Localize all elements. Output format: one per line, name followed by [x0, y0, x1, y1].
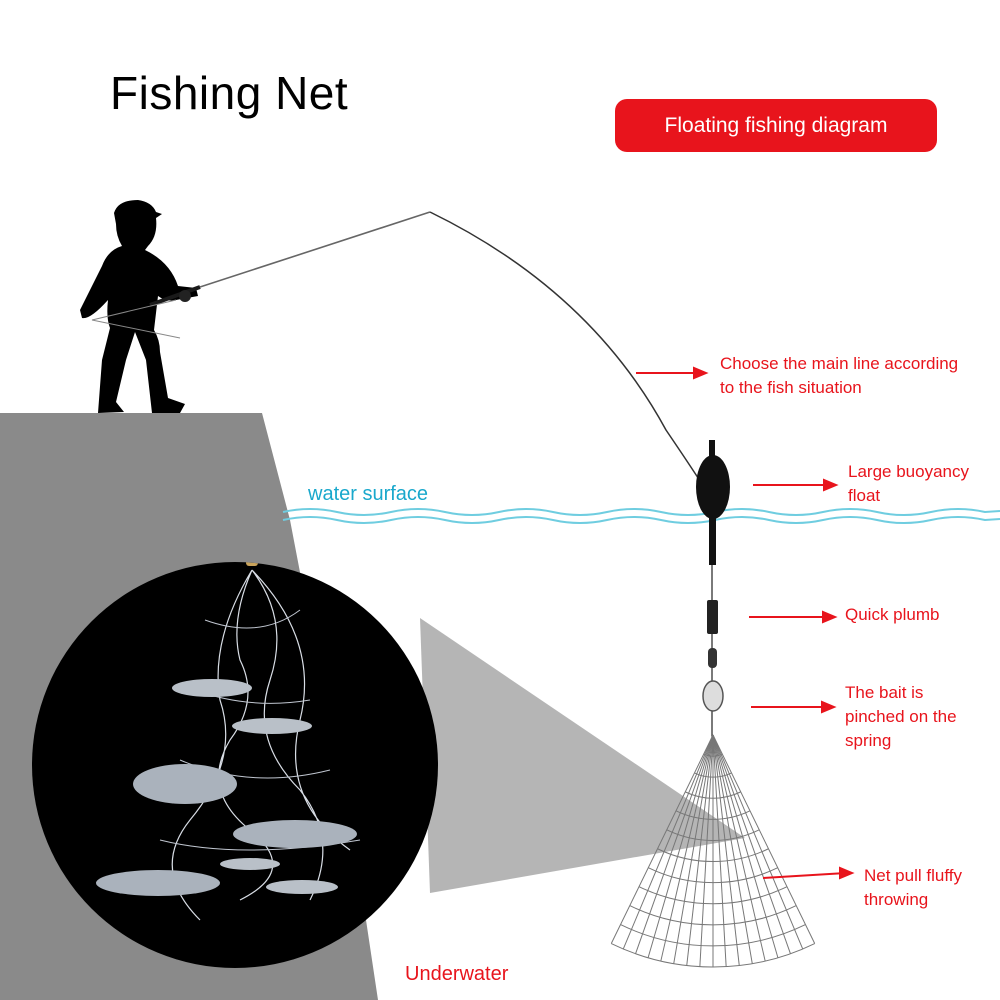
diagram-badge: Floating fishing diagram — [615, 99, 937, 152]
bait-annotation: The bait is pinched on the spring — [845, 681, 957, 753]
main-line-annotation: Choose the main line according to the fi… — [720, 352, 958, 400]
float-annotation: Large buoyancy float — [848, 460, 969, 508]
annotation-line: Quick plumb — [845, 605, 940, 624]
net-ring — [629, 905, 797, 926]
net-ray — [699, 734, 714, 967]
annotation-line: throwing — [864, 890, 929, 909]
net-ring — [703, 753, 723, 757]
swivel — [708, 648, 717, 668]
annotation-line: float — [848, 486, 881, 505]
zoom-cone — [420, 618, 745, 893]
plumb-annotation: Quick plumb — [845, 603, 939, 627]
underwater-label: Underwater — [405, 963, 509, 985]
fan-net — [610, 734, 816, 968]
net-ring — [620, 924, 806, 947]
net-ray — [622, 734, 714, 950]
annotation-line: Choose the main line according — [720, 354, 959, 373]
net-ray — [712, 734, 816, 944]
water-surface-waves — [282, 508, 1000, 524]
water-surface-label: water surface — [308, 483, 429, 505]
annotation-line: Large buoyancy — [848, 462, 969, 481]
annotation-line: Net pull fluffy — [864, 866, 962, 885]
net-ray — [647, 734, 714, 958]
net-ring — [611, 943, 815, 968]
net-ray — [712, 734, 791, 954]
net-ray — [712, 734, 804, 950]
bait-spring — [702, 680, 724, 712]
net-ray — [610, 734, 714, 944]
net-closeup — [96, 562, 361, 921]
net-ray — [686, 734, 714, 966]
net-ray — [660, 734, 714, 962]
net-ring — [638, 886, 788, 905]
net-ring — [694, 772, 732, 778]
fishing-rod — [91, 211, 713, 501]
net-ray — [635, 734, 714, 954]
net-ring — [657, 848, 769, 862]
net-ray — [712, 734, 779, 958]
annotation-line: The bait is — [845, 683, 924, 702]
page-title: Fishing Net — [110, 67, 349, 119]
net-ring — [648, 867, 778, 884]
quick-plumb — [707, 600, 718, 634]
annotation-line: to the fish situation — [720, 378, 862, 397]
net-ring — [675, 810, 751, 820]
net-ring — [685, 791, 741, 799]
annotation-arrows — [636, 366, 855, 880]
net-ray — [712, 734, 740, 966]
fisherman-silhouette — [80, 200, 198, 413]
net-ray — [673, 734, 714, 964]
zoom-circle — [32, 562, 438, 968]
net-ray — [712, 734, 766, 962]
annotation-line: spring — [845, 731, 892, 750]
net-ring — [666, 829, 760, 841]
net-ray — [712, 734, 727, 967]
net-ray — [712, 734, 753, 964]
net-annotation: Net pull fluffy throwing — [864, 864, 962, 912]
annotation-line: pinched on the — [845, 707, 957, 726]
